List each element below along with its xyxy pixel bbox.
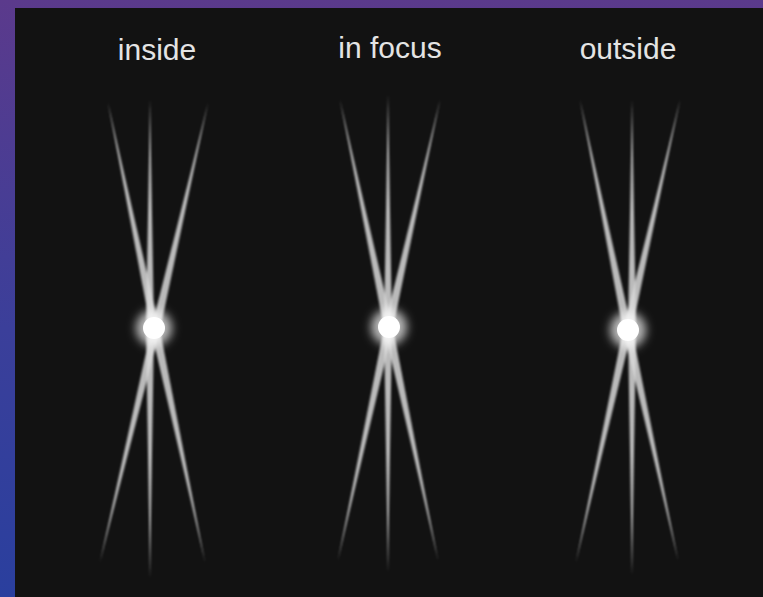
spikes-inside	[100, 100, 208, 578]
spikes-in-focus	[338, 95, 440, 572]
pattern-label: in focus	[338, 30, 441, 66]
pattern-label: inside	[118, 32, 196, 68]
spikes-outside	[576, 100, 680, 575]
pattern-label: outside	[580, 31, 677, 67]
star-glows	[136, 309, 646, 348]
